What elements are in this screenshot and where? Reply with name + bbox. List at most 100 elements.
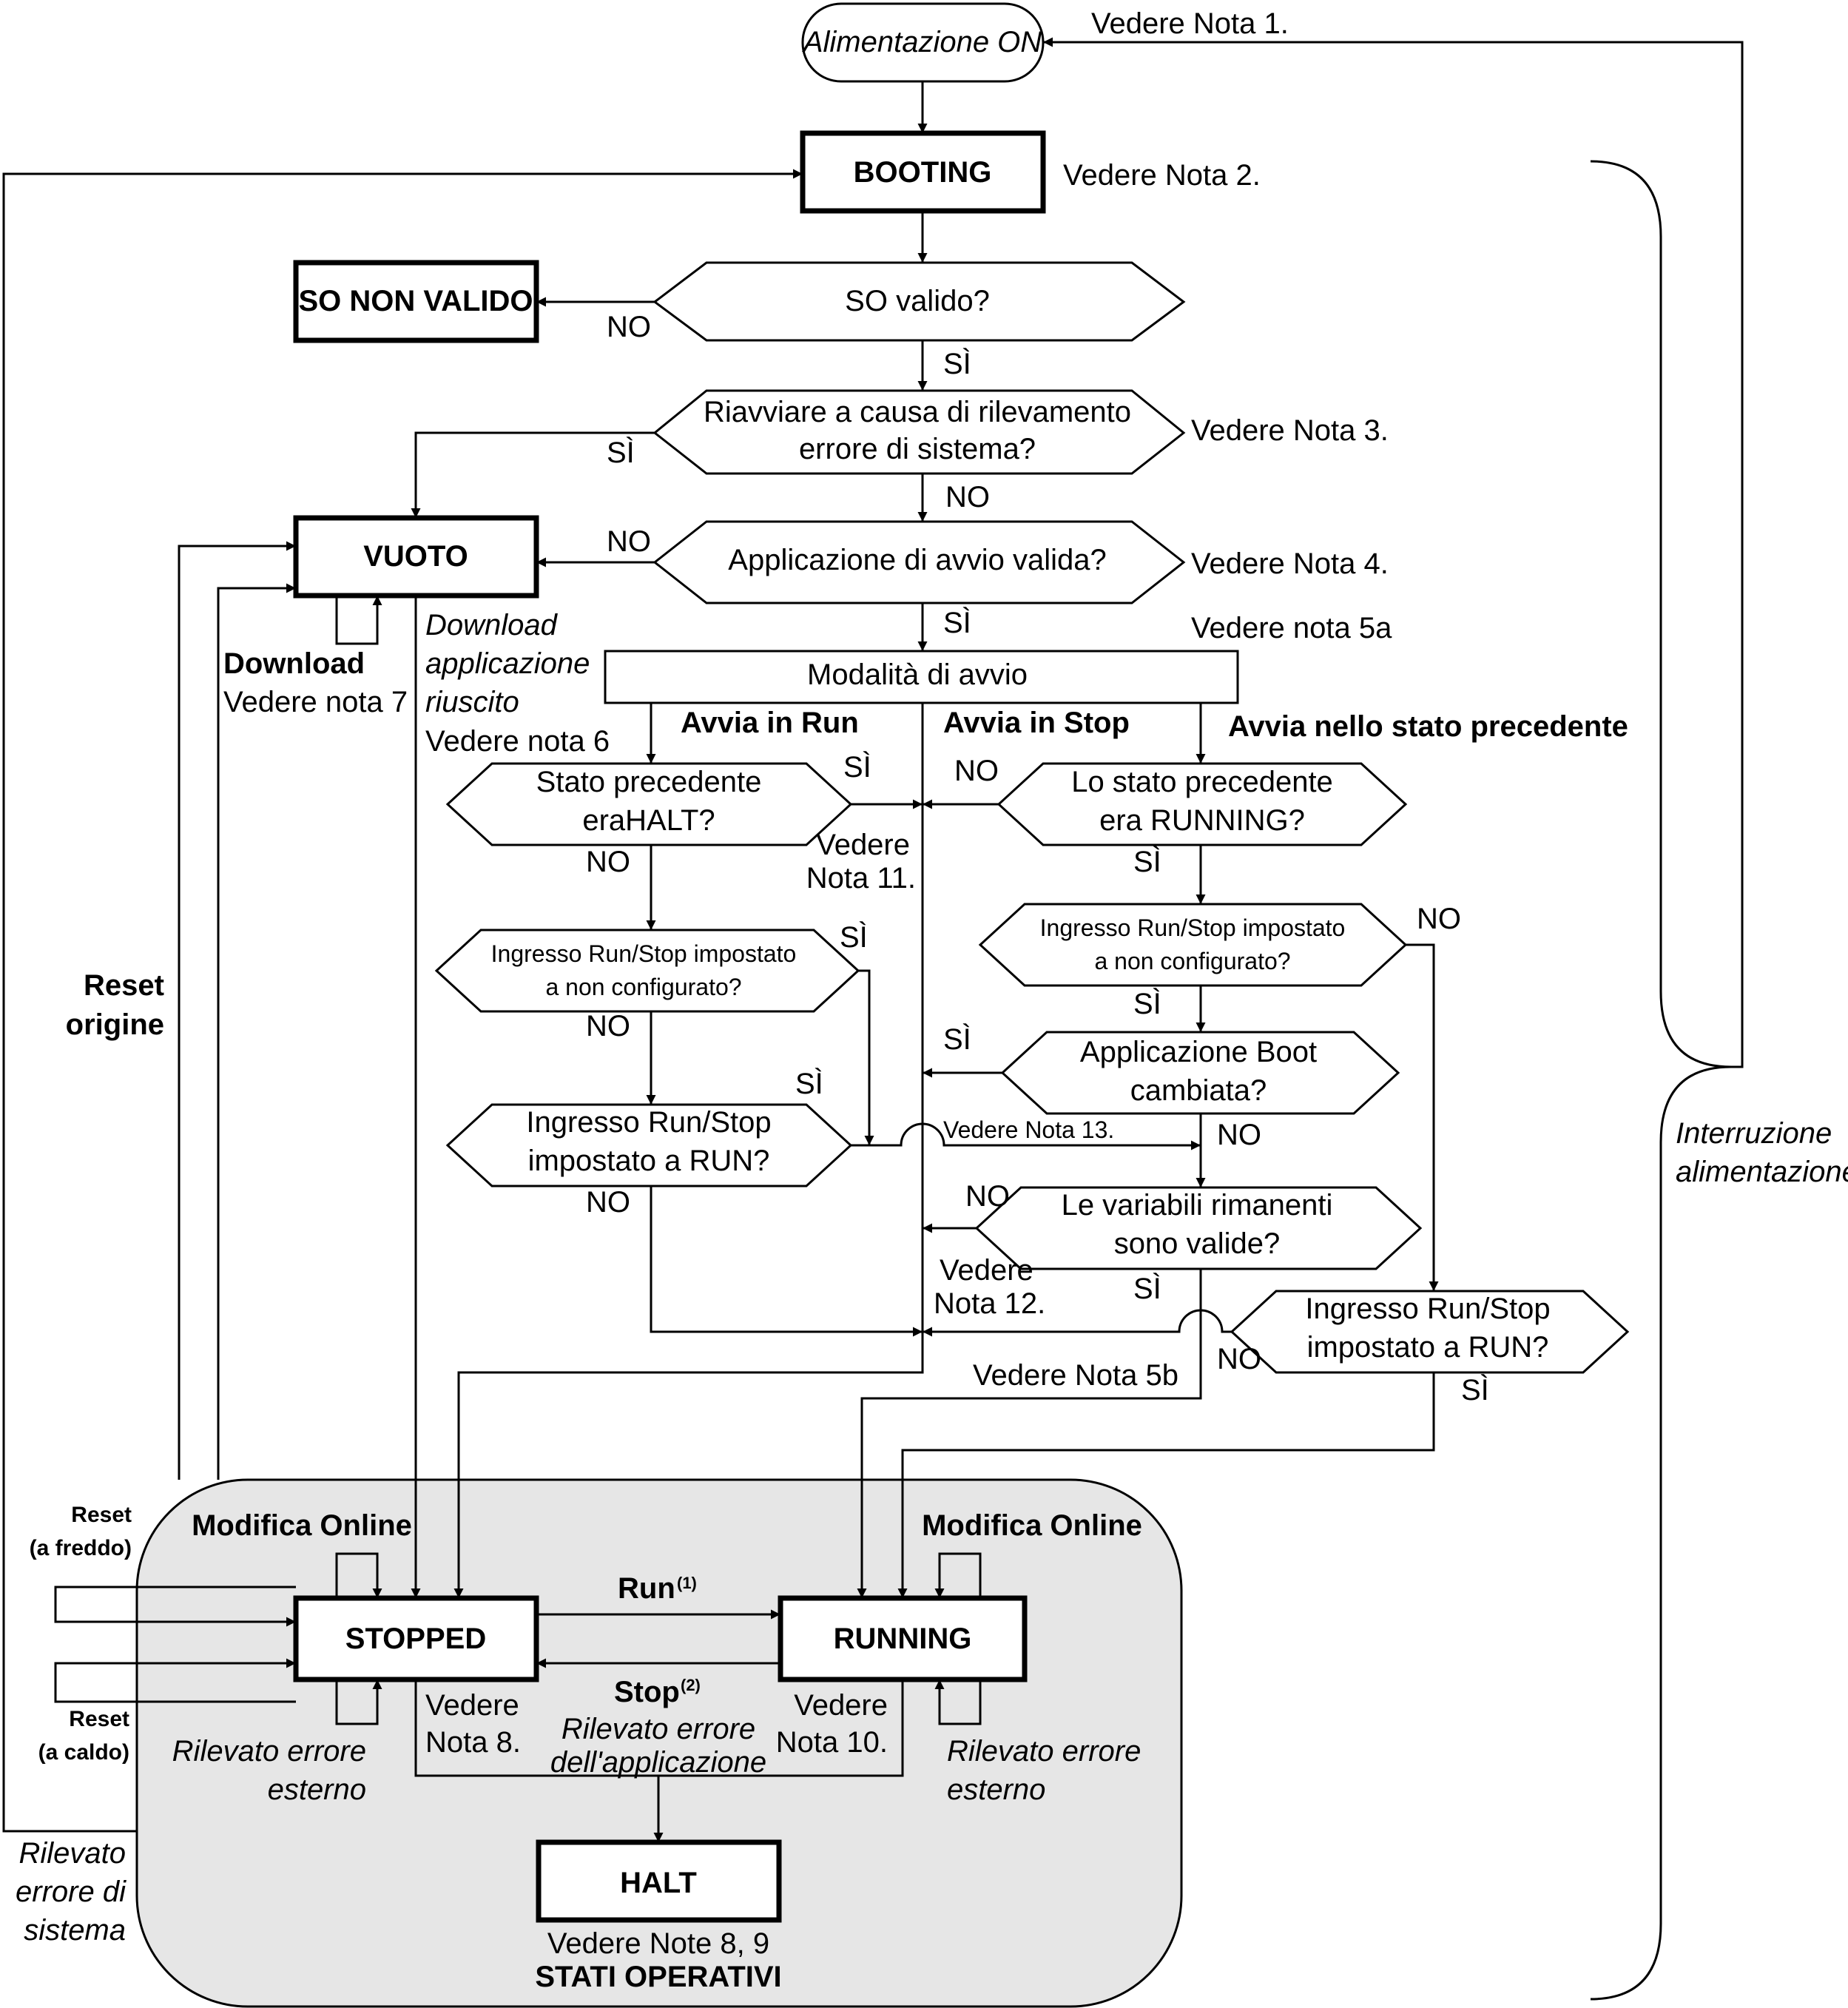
ext-error-left-line2: esterno xyxy=(268,1773,366,1806)
restart-yes: SÌ xyxy=(607,436,635,469)
online-change-left: Modifica Online xyxy=(192,1509,412,1542)
note-10-line1: Vedere xyxy=(794,1689,888,1722)
running-state-box xyxy=(778,1595,1028,1682)
power-interrupt-line2: alimentazione xyxy=(1676,1156,1848,1188)
power-interrupt-line1: Interruzione xyxy=(1676,1117,1832,1150)
stop-transition-label: Stop xyxy=(614,1676,680,1708)
connectors xyxy=(2,37,1744,1842)
empty-label: VUOTO xyxy=(363,540,468,573)
remanent-no: NO xyxy=(965,1180,1010,1213)
branch-start-previous: Avvia nello stato precedente xyxy=(1228,710,1628,743)
note-12-line1: Vedere xyxy=(940,1254,1033,1287)
runstop-left-line1: Ingresso Run/Stop xyxy=(526,1106,771,1139)
run-transition-label: Run xyxy=(618,1572,675,1605)
reset-cold-line1: Reset xyxy=(71,1503,132,1527)
restart-question-line2: errore di sistema? xyxy=(799,433,1036,465)
ext-error-right-line1: Rilevato errore xyxy=(947,1735,1141,1768)
branch-start-run: Avvia in Run xyxy=(681,707,859,739)
stopped-label: STOPPED xyxy=(345,1623,486,1655)
restart-no: NO xyxy=(945,481,990,513)
reset-warm-line1: Reset xyxy=(69,1707,129,1731)
power-on-label: Alimentazione ON xyxy=(802,26,1042,58)
runstop-right-line1: Ingresso Run/Stop xyxy=(1305,1293,1550,1325)
remanent-line1: Le variabili rimanenti xyxy=(1062,1189,1333,1222)
note-7: Vedere nota 7 xyxy=(223,686,408,718)
download-success-line2: applicazione xyxy=(425,647,590,680)
boot-changed-yes: SÌ xyxy=(943,1022,971,1056)
operating-states-title: STATI OPERATIVI xyxy=(535,1961,781,1993)
unconf-left-line2: a non configurato? xyxy=(545,974,741,1000)
running-label: RUNNING xyxy=(834,1623,972,1655)
note-12-line2: Nota 12. xyxy=(934,1287,1045,1320)
run-footnote-mark: (1) xyxy=(677,1574,697,1592)
stop-footnote-mark: (2) xyxy=(681,1676,701,1694)
prev-running-line2: era RUNNING? xyxy=(1099,804,1305,837)
stopped-state-box xyxy=(293,1595,539,1682)
reset-warm-line2: (a caldo) xyxy=(38,1740,129,1765)
download-success-line1: Download xyxy=(425,609,559,641)
note-10-line2: Nota 10. xyxy=(776,1726,888,1759)
decision-remanent-valid xyxy=(974,1186,1423,1270)
boot-app-yes: SÌ xyxy=(943,606,971,639)
os-valid-question: SO valido? xyxy=(845,285,990,317)
unconf-right-line2: a non configurato? xyxy=(1094,948,1290,974)
boot-app-valid-question: Applicazione di avvio valida? xyxy=(728,544,1106,576)
note-6: Vedere nota 6 xyxy=(425,725,610,758)
invalid-os-label: SO NON VALIDO xyxy=(298,285,533,317)
boot-changed-line1: Applicazione Boot xyxy=(1080,1036,1317,1068)
ext-error-left-line1: Rilevato errore xyxy=(172,1735,366,1768)
decision-runstop-run-right xyxy=(1230,1290,1630,1374)
online-change-right: Modifica Online xyxy=(922,1509,1142,1542)
decision-boot-app-changed xyxy=(1000,1031,1400,1115)
reset-origin-line2: origine xyxy=(66,1008,164,1041)
os-valid-yes: SÌ xyxy=(943,347,971,380)
prev-running-line1: Lo stato precedente xyxy=(1071,766,1333,798)
runstop-left-no: NO xyxy=(586,1186,630,1219)
ext-error-right-line2: esterno xyxy=(947,1773,1045,1806)
system-error-line3: sistema xyxy=(24,1914,126,1947)
startup-mode-label: Modalità di avvio xyxy=(807,658,1028,691)
note-8-line1: Vedere xyxy=(425,1689,519,1722)
note-4: Vedere Nota 4. xyxy=(1191,548,1389,580)
reset-cold-line2: (a freddo) xyxy=(30,1536,132,1560)
prev-halt-no: NO xyxy=(586,846,630,878)
app-error-line2: dell'applicazione xyxy=(550,1746,766,1779)
note-5b: Vedere Nota 5b xyxy=(973,1359,1178,1392)
os-valid-no: NO xyxy=(607,311,651,343)
system-error-line2: errore di xyxy=(16,1876,127,1908)
runstop-right-no: NO xyxy=(1217,1343,1261,1375)
halt-state-box xyxy=(536,1839,782,1923)
note-5a: Vedere nota 5a xyxy=(1191,612,1392,644)
note-2: Vedere Nota 2. xyxy=(1063,159,1261,192)
note-3: Vedere Nota 3. xyxy=(1191,414,1389,447)
unconf-left-no: NO xyxy=(586,1010,630,1042)
prev-halt-yes: SÌ xyxy=(843,750,871,784)
decision-os-valid xyxy=(652,261,1186,342)
runstop-left-line2: impostato a RUN? xyxy=(528,1145,770,1177)
note-1: Vedere Nota 1. xyxy=(1091,7,1289,40)
boot-changed-line2: cambiata? xyxy=(1130,1074,1267,1107)
note-13: Vedere Nota 13. xyxy=(943,1116,1114,1143)
note-8-line2: Nota 8. xyxy=(425,1726,521,1759)
decision-prev-running xyxy=(996,762,1408,846)
halt-label: HALT xyxy=(620,1867,697,1899)
boot-app-no: NO xyxy=(607,525,651,558)
prev-halt-line1: Stato precedente xyxy=(536,766,762,798)
remanent-yes: SÌ xyxy=(1133,1272,1161,1305)
unconf-right-no: NO xyxy=(1417,903,1461,935)
download-success-line3: riuscito xyxy=(425,686,519,718)
power-interruption-bracket xyxy=(1590,160,1732,2001)
boot-changed-no: NO xyxy=(1217,1119,1261,1151)
note-8-9: Vedere Note 8, 9 xyxy=(547,1927,769,1960)
reset-origin-line1: Reset xyxy=(84,969,164,1002)
download-label: Download xyxy=(223,647,365,680)
note-11-line2: Nota 11. xyxy=(806,862,916,894)
empty-state-box xyxy=(293,515,539,599)
note-11-line1: Vedere xyxy=(816,829,910,861)
system-error-line1: Rilevato xyxy=(18,1837,126,1870)
booting-label: BOOTING xyxy=(854,156,992,189)
unconf-right-yes: SÌ xyxy=(1133,987,1161,1020)
runstop-left-yes: SÌ xyxy=(795,1067,823,1100)
unconf-right-line1: Ingresso Run/Stop impostato xyxy=(1040,914,1346,941)
